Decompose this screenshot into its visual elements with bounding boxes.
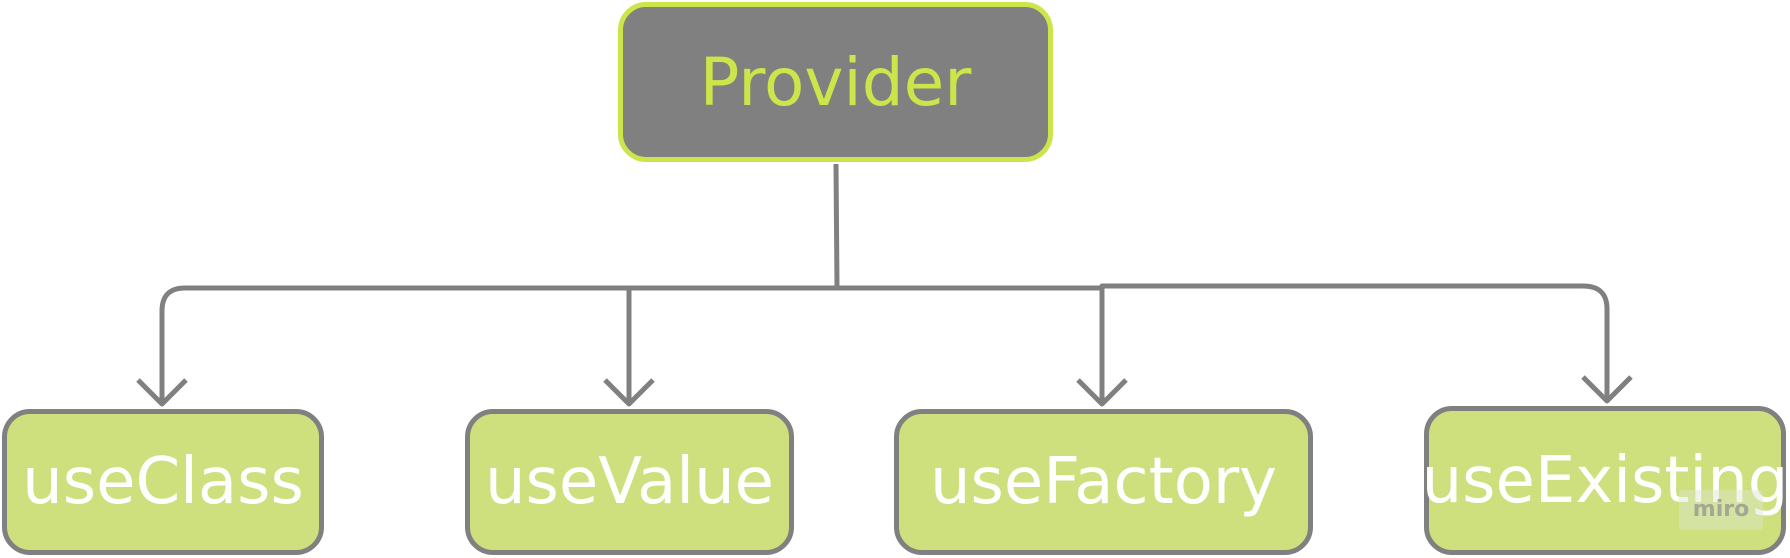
useexisting-node[interactable]: useExisting [1421,406,1789,555]
useexisting-label: useExisting [1421,443,1789,518]
provider-label: Provider [699,43,972,121]
usevalue-node[interactable]: useValue [465,409,794,555]
miro-watermark: miro [1679,490,1763,530]
usefactory-label: useFactory [929,445,1278,519]
arrowhead-usefactory [1076,378,1128,407]
connector-to-useexisting [1099,283,1610,400]
provider-node[interactable]: Provider [618,2,1053,162]
usevalue-label: useValue [484,445,775,519]
connector-to-useclass [159,285,837,402]
useclass-node[interactable]: useClass [2,409,324,555]
connector-trunk [833,163,840,288]
arrowhead-useexisting [1581,375,1633,404]
usefactory-node[interactable]: useFactory [894,409,1313,555]
connector-to-usefactory [837,285,1105,402]
watermark-text: miro [1692,497,1750,522]
arrowhead-usevalue [603,378,655,407]
arrowhead-useclass [136,378,188,407]
useclass-label: useClass [22,445,304,519]
